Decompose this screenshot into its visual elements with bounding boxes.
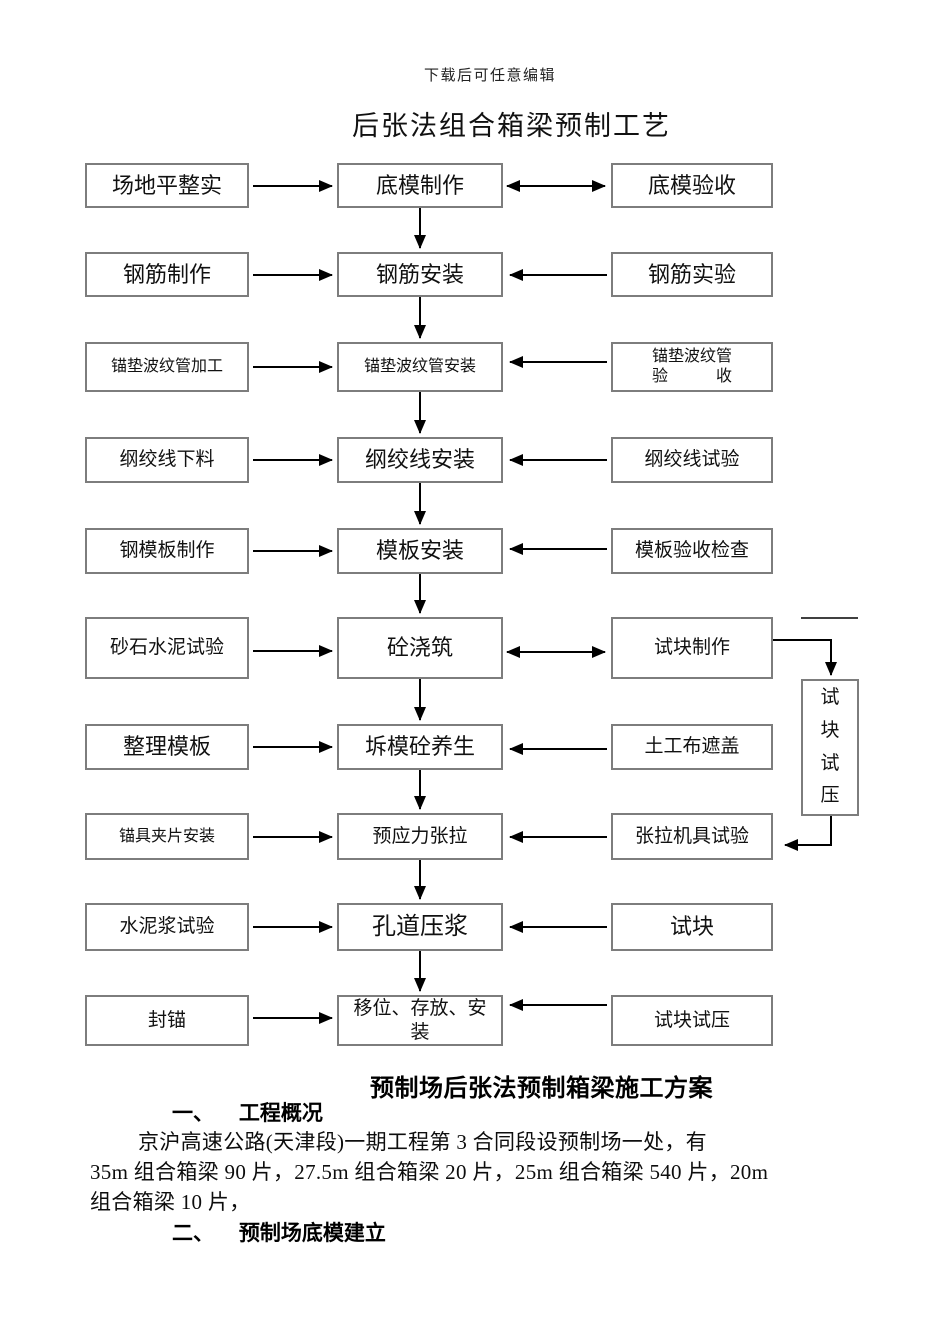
flow-box-r3-center: 锚垫波纹管安装 bbox=[337, 342, 503, 392]
flow-box-testblock-press-side: 试块试压 bbox=[801, 679, 859, 816]
flow-box-r7-right: 土工布遮盖 bbox=[611, 724, 773, 770]
flow-box-r4-center: 纲绞线安装 bbox=[337, 437, 503, 483]
flow-box-r8-right: 张拉机具试验 bbox=[611, 813, 773, 860]
flow-box-r8-left: 锚具夹片安装 bbox=[85, 813, 249, 860]
flow-box-r5-right: 模板验收检查 bbox=[611, 528, 773, 574]
section-item-2: 二、 预制场底模建立 bbox=[172, 1217, 386, 1247]
flow-box-r7-left: 整理模板 bbox=[85, 724, 249, 770]
section-item-1-number: 一、 bbox=[172, 1102, 214, 1125]
flow-box-r4-left: 纲绞线下料 bbox=[85, 437, 249, 483]
flow-box-testblock-press-side-label: 试块试压 bbox=[820, 687, 840, 807]
flow-box-r2-left: 钢筋制作 bbox=[85, 252, 249, 297]
flow-box-r4-right: 纲绞线试验 bbox=[611, 437, 773, 483]
arrow-press-to-tension-test bbox=[784, 816, 832, 851]
section-item-2-title: 预制场底模建立 bbox=[238, 1222, 386, 1245]
flow-box-r5-center: 模板安装 bbox=[337, 528, 503, 574]
flow-box-r7-center: 坼模砼养生 bbox=[337, 724, 503, 770]
arrow-testblock-make-to-press bbox=[773, 639, 837, 676]
flow-box-r3-right: 锚垫波纹管 验 收 bbox=[611, 342, 773, 392]
section-item-1-title: 工程概况 bbox=[238, 1102, 323, 1125]
flow-box-r2-right: 钢筋实验 bbox=[611, 252, 773, 297]
paragraph-line-1: 京沪高速公路(天津段)一期工程第 3 合同段设预制场一处，有 bbox=[138, 1130, 707, 1154]
flow-box-r9-center: 孔道压浆 bbox=[337, 903, 503, 951]
flow-box-r10-center: 移位、存放、安 装 bbox=[337, 995, 503, 1046]
section-item-2-number: 二、 bbox=[172, 1222, 214, 1245]
flow-box-r9-left: 水泥浆试验 bbox=[85, 903, 249, 951]
flow-box-r6-center: 砼浇筑 bbox=[337, 617, 503, 679]
flowchart: 场地平整实 底模制作 底模验收 钢筋制作 钢筋安装 钢筋实验 锚垫波纹管加工 锚… bbox=[85, 163, 859, 1046]
paragraph-line-2: 35m 组合箱梁 90 片，27.5m 组合箱梁 20 片，25m 组合箱梁 5… bbox=[90, 1160, 769, 1184]
flow-box-r9-right: 试块 bbox=[611, 903, 773, 951]
flow-box-r2-center: 钢筋安装 bbox=[337, 252, 503, 297]
flow-box-r1-right: 底模验收 bbox=[611, 163, 773, 208]
paragraph-line-3: 组合箱梁 10 片， bbox=[90, 1190, 251, 1214]
flow-box-r3-left: 锚垫波纹管加工 bbox=[85, 342, 249, 392]
document-body-section: 预制场后张法预制箱梁施工方案 一、 工程概况 京沪高速公路(天津段)一期工程第 … bbox=[0, 1060, 950, 1344]
flow-box-r6-left: 砂石水泥试验 bbox=[85, 617, 249, 679]
watermark-text: 下载后可任意编辑 bbox=[424, 68, 557, 84]
flow-box-r10-right: 试块试压 bbox=[611, 995, 773, 1046]
flow-box-r1-center: 底模制作 bbox=[337, 163, 503, 208]
section-item-1: 一、 工程概况 bbox=[172, 1097, 323, 1127]
flow-box-r10-left: 封锚 bbox=[85, 995, 249, 1046]
flow-box-r6-right: 试块制作 bbox=[611, 617, 773, 679]
flow-box-r8-center: 预应力张拉 bbox=[337, 813, 503, 860]
flowchart-title: 后张法组合箱梁预制工艺 bbox=[352, 111, 671, 141]
flow-box-r1-left: 场地平整实 bbox=[85, 163, 249, 208]
section-heading: 预制场后张法预制箱梁施工方案 bbox=[370, 1075, 713, 1102]
flow-box-r5-left: 钢模板制作 bbox=[85, 528, 249, 574]
